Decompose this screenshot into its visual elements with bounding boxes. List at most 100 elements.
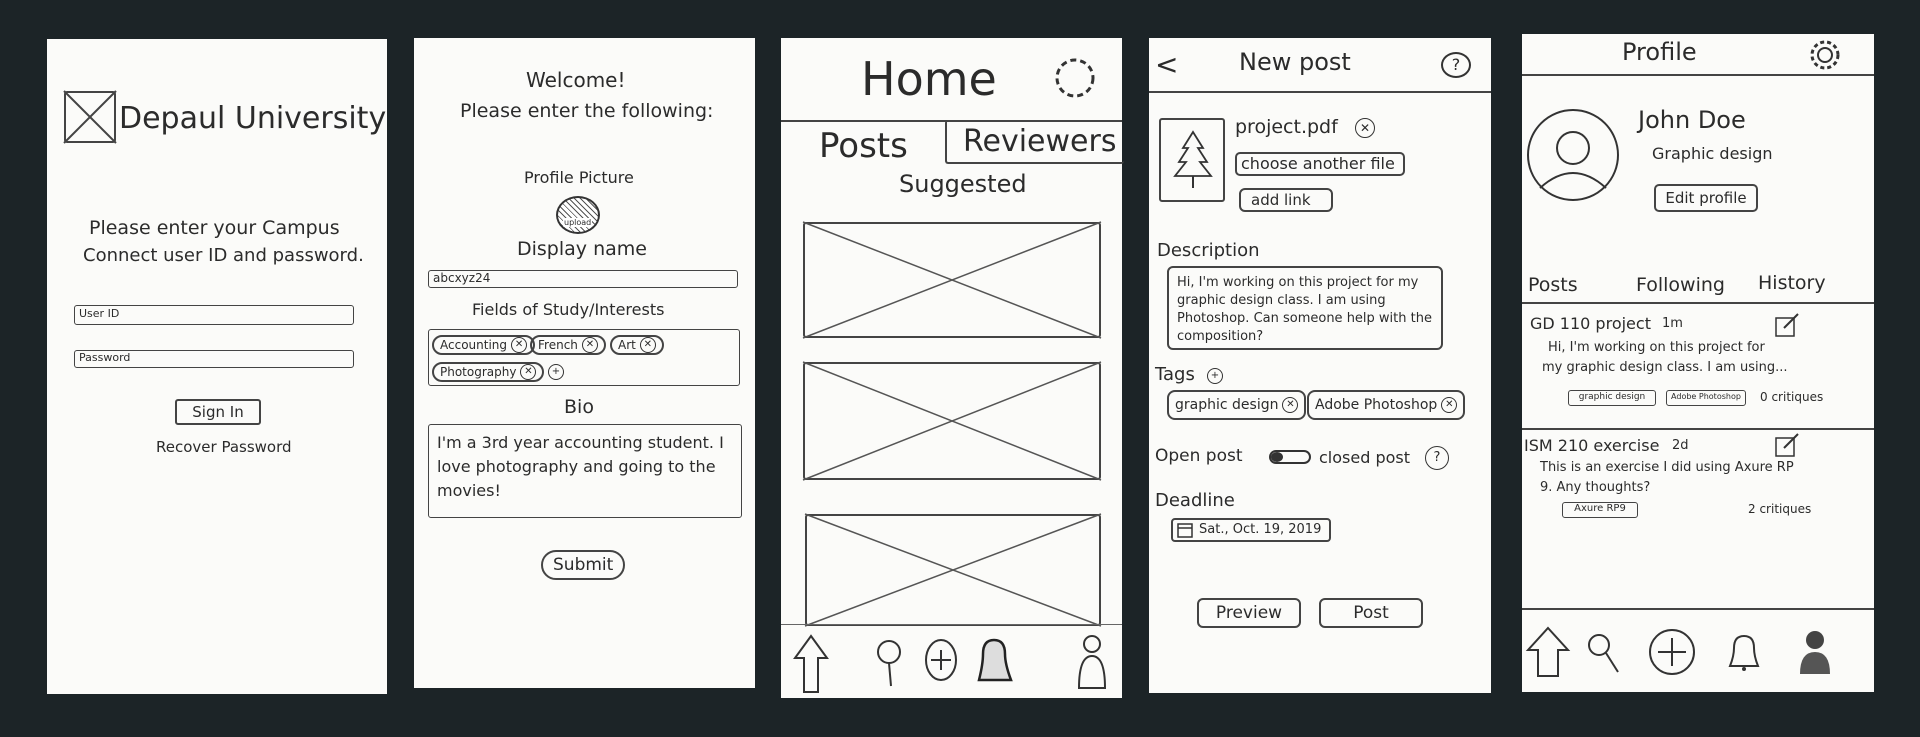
deadline-value: Sat., Oct. 19, 2019 — [1199, 522, 1322, 537]
description-label: Description — [1157, 240, 1260, 261]
tag-chip[interactable]: Adobe Photoshop✕ — [1307, 390, 1466, 420]
post-button[interactable]: Post — [1319, 598, 1423, 628]
settings-gear-icon[interactable] — [1808, 38, 1842, 72]
tag-chip[interactable]: graphic design — [1568, 390, 1656, 406]
interest-chip[interactable]: French✕ — [530, 335, 606, 355]
avatar — [1527, 109, 1619, 201]
bio-label: Bio — [564, 396, 594, 418]
deadline-picker[interactable]: Sat., Oct. 19, 2019 — [1171, 518, 1331, 542]
remove-icon[interactable]: ✕ — [1441, 397, 1458, 413]
home-screen: Home Posts Reviewers Suggested — [781, 38, 1124, 698]
interest-chip[interactable]: Art✕ — [610, 335, 664, 355]
image-placeholder-icon — [802, 221, 1102, 339]
suggested-post-card[interactable] — [802, 361, 1102, 481]
interest-chip-label: Photography — [440, 365, 517, 379]
suggested-heading: Suggested — [899, 170, 1027, 198]
post-excerpt: Hi, I'm working on this project for — [1548, 340, 1765, 355]
description-text: Hi, I'm working on this project for my g… — [1177, 275, 1432, 344]
remove-icon[interactable]: ✕ — [581, 337, 598, 353]
interest-chip-label: Accounting — [440, 338, 508, 352]
edit-icon[interactable] — [1774, 432, 1800, 458]
open-post-label: Open post — [1155, 446, 1243, 466]
list-item[interactable]: GD 110 project 1m Hi, I'm working on thi… — [1522, 310, 1874, 424]
remove-icon[interactable]: ✕ — [511, 337, 528, 353]
tab-reviewers[interactable]: Reviewers — [945, 120, 1124, 164]
file-thumbnail — [1159, 118, 1225, 202]
add-interest-icon[interactable]: + — [548, 364, 564, 380]
notifications-bell-icon[interactable] — [1726, 632, 1762, 672]
password-input[interactable]: Password — [74, 350, 354, 368]
fields-label: Fields of Study/Interests — [472, 300, 665, 319]
choose-file-button[interactable]: choose another file — [1235, 152, 1405, 176]
user-id-input[interactable]: User ID — [74, 305, 354, 325]
display-name-input[interactable]: abcxyz24 — [428, 270, 738, 288]
add-tag-icon[interactable]: + — [1207, 368, 1223, 384]
bio-textarea[interactable]: I'm a 3rd year accounting student. I lov… — [428, 424, 742, 518]
edit-icon[interactable] — [1774, 312, 1800, 338]
tag-chip[interactable]: graphic design✕ — [1167, 390, 1307, 420]
description-textarea[interactable]: Hi, I'm working on this project for my g… — [1167, 266, 1443, 350]
upload-nav-icon[interactable] — [1525, 626, 1571, 678]
remove-icon[interactable]: ✕ — [1282, 397, 1299, 413]
settings-icon[interactable] — [1053, 56, 1097, 100]
post-excerpt: This is an exercise I did using Axure RP — [1540, 460, 1794, 475]
remove-file-icon[interactable]: ✕ — [1355, 118, 1375, 138]
profile-nav-icon[interactable] — [1077, 632, 1107, 692]
user-id-placeholder: User ID — [79, 307, 120, 320]
profile-nav-icon[interactable] — [1798, 628, 1832, 678]
tab-following[interactable]: Following — [1636, 274, 1725, 296]
new-post-screen: < New post ? project.pdf ✕ choose anothe… — [1149, 38, 1491, 693]
help-icon-label: ? — [1433, 450, 1441, 465]
search-nav-icon[interactable] — [1586, 632, 1620, 676]
interest-chip[interactable]: Accounting✕ — [432, 335, 536, 355]
remove-icon[interactable]: ✕ — [520, 364, 537, 380]
tab-posts[interactable]: Posts — [819, 126, 908, 166]
profile-field: Graphic design — [1652, 144, 1773, 163]
notifications-bell-icon[interactable] — [969, 634, 1019, 684]
post-excerpt-2: my graphic design class. I am using... — [1542, 360, 1788, 375]
post-age: 2d — [1672, 438, 1689, 453]
toggle-knob — [1271, 452, 1283, 462]
interests-field[interactable] — [428, 329, 740, 386]
post-type-help-icon[interactable]: ? — [1425, 446, 1449, 470]
tag-label: Adobe Photoshop — [1315, 397, 1438, 413]
display-name-label: Display name — [517, 238, 647, 260]
suggested-post-card[interactable] — [804, 513, 1102, 627]
tabs-divider — [1522, 302, 1874, 304]
preview-button[interactable]: Preview — [1197, 598, 1301, 628]
post-type-toggle[interactable] — [1269, 450, 1311, 464]
upload-avatar-button[interactable]: upload — [556, 196, 600, 234]
password-placeholder: Password — [79, 351, 131, 364]
tag-chip[interactable]: Axure RP9 — [1562, 502, 1638, 518]
recover-password-link[interactable]: Recover Password — [156, 438, 292, 456]
interest-chip-label: French — [538, 338, 578, 352]
add-nav-icon[interactable] — [923, 638, 959, 682]
help-icon[interactable]: ? — [1441, 52, 1471, 78]
back-button[interactable]: < — [1155, 48, 1179, 81]
remove-icon[interactable]: ✕ — [639, 337, 656, 353]
suggested-post-card[interactable] — [802, 221, 1102, 339]
tags-label: Tags — [1155, 364, 1195, 385]
upload-nav-icon[interactable] — [791, 634, 831, 694]
profile-picture-label: Profile Picture — [524, 168, 634, 187]
login-instructions: Please enter your Campus — [89, 217, 340, 239]
profile-name: John Doe — [1638, 106, 1746, 134]
list-item[interactable]: ISM 210 exercise 2d This is an exercise … — [1522, 432, 1874, 522]
upload-label: upload — [563, 218, 593, 227]
add-link-button[interactable]: add link — [1239, 188, 1333, 212]
nav-divider — [1522, 608, 1874, 610]
add-nav-icon[interactable] — [1648, 628, 1696, 676]
submit-button[interactable]: Submit — [541, 550, 626, 580]
calendar-icon — [1177, 523, 1193, 538]
interest-chip[interactable]: Photography✕ — [432, 362, 545, 382]
critique-count: 0 critiques — [1760, 390, 1824, 404]
search-nav-icon[interactable] — [875, 638, 905, 688]
tab-history[interactable]: History — [1758, 272, 1826, 294]
tag-chip[interactable]: Adobe Photoshop — [1666, 390, 1746, 406]
deadline-label: Deadline — [1155, 490, 1235, 511]
display-name-value: abcxyz24 — [433, 271, 491, 285]
tab-posts[interactable]: Posts — [1528, 274, 1578, 296]
sign-in-button[interactable]: Sign In — [175, 399, 261, 425]
tab-reviewers-label: Reviewers — [963, 124, 1117, 159]
edit-profile-button[interactable]: Edit profile — [1654, 184, 1758, 212]
